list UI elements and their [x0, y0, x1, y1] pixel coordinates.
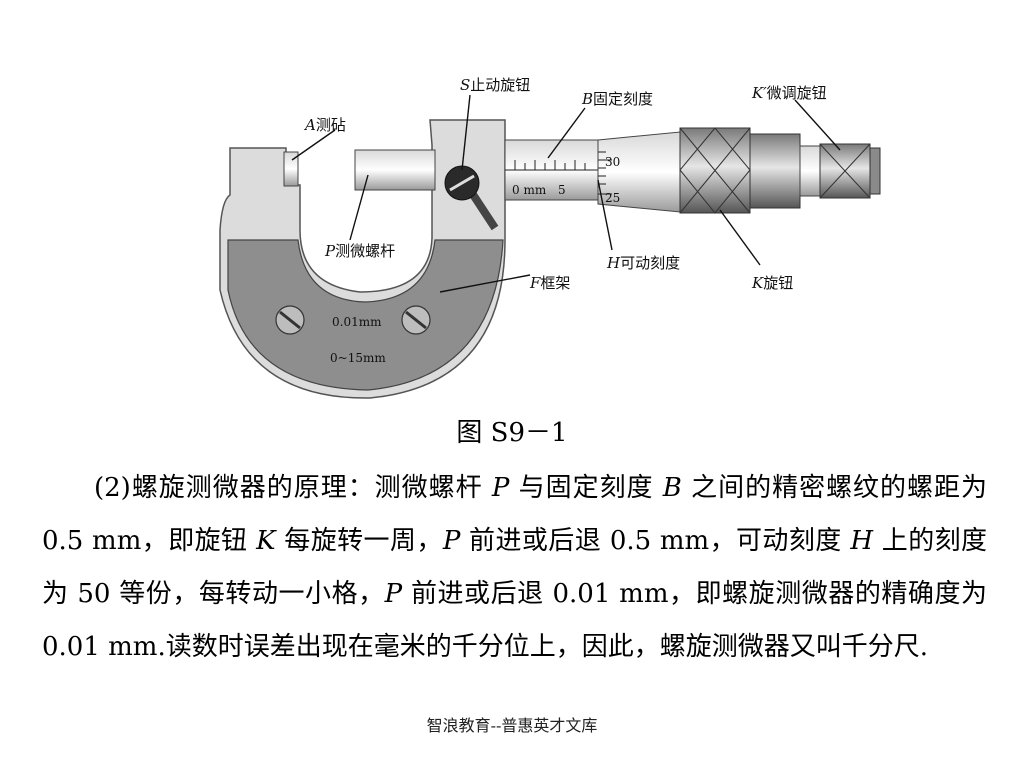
- text-run: 与固定刻度: [509, 473, 663, 503]
- label-spindle: P测微螺杆: [324, 242, 395, 260]
- plate-precision: 0.01mm: [332, 315, 382, 329]
- plate-range: 0~15mm: [330, 351, 386, 365]
- text-run: 前进或后退 0.5 mm，可动刻度: [460, 526, 851, 556]
- micrometer-diagram: 0.01mm 0~15mm 0 mm 5 30 25: [219, 76, 881, 399]
- var-p: P: [491, 473, 510, 503]
- label-fixed-scale: B固定刻度: [581, 90, 653, 108]
- var-p: P: [384, 579, 403, 609]
- label-frame: F框架: [529, 274, 570, 292]
- label-movable-scale: H可动刻度: [606, 254, 680, 272]
- label-lock-knob: S止动旋钮: [460, 76, 530, 94]
- fine-knob: [819, 143, 881, 199]
- anvil: [283, 151, 299, 187]
- thimble-30-label: 30: [605, 155, 620, 169]
- text-run: 之间的精密螺纹的螺距为 0.5 mm，即旋钮: [42, 473, 987, 556]
- lock-knob: [444, 165, 499, 231]
- sleeve-five-label: 5: [558, 183, 566, 197]
- text-run: (2)螺旋测微器的原理：测微螺杆: [94, 473, 492, 503]
- sleeve-unit-label: 0 mm: [512, 183, 547, 197]
- thimble-25-label: 25: [605, 191, 620, 205]
- var-h: H: [850, 526, 874, 556]
- var-k: K: [256, 526, 276, 556]
- text-run: 上的刻度为 50 等份，每转动一小格，: [42, 526, 988, 609]
- var-p: P: [442, 526, 461, 556]
- figure-caption: 图 S9－1: [456, 418, 568, 448]
- spindle: [354, 149, 436, 191]
- leader-lines: [291, 94, 841, 293]
- label-anvil: A测砧: [303, 116, 346, 134]
- text-run: 前进或后退 0.01 mm，即螺旋测微器的精确度为 0.01 mm.读数时误差出…: [42, 579, 987, 662]
- sleeve-ticks: [505, 160, 598, 171]
- var-b: B: [662, 473, 682, 503]
- screw-right: [401, 305, 431, 335]
- label-knob: K旋钮: [751, 274, 793, 292]
- screw-left: [275, 305, 305, 335]
- text-run: 每旋转一周，: [275, 526, 443, 556]
- label-fine-knob: K′微调旋钮: [751, 84, 827, 102]
- knob: [679, 127, 821, 214]
- footer-watermark: 智浪教育--普惠英才文库: [426, 716, 598, 735]
- principle-paragraph: (2)螺旋测微器的原理：测微螺杆 P 与固定刻度 B 之间的精密螺纹的螺距为 0…: [42, 462, 987, 674]
